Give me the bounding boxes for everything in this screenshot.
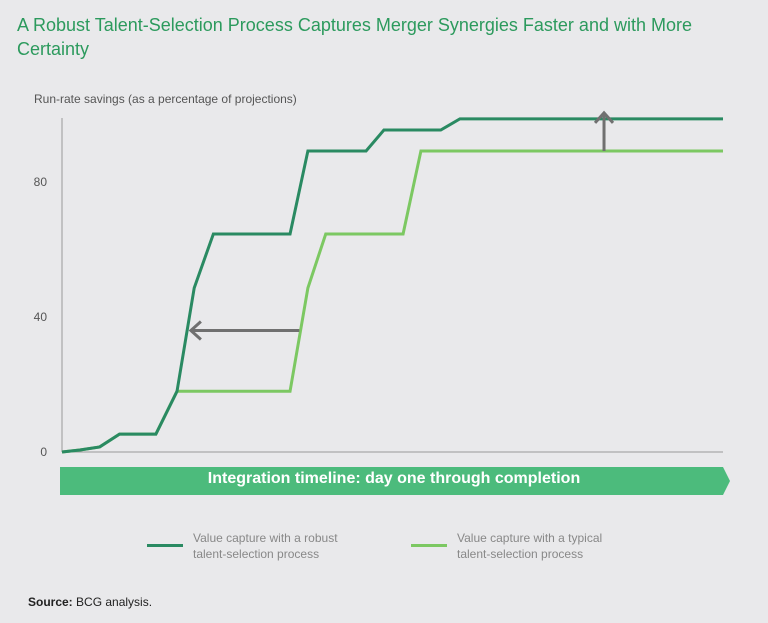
y-tick-label: 40 <box>34 310 48 324</box>
series-line-typical <box>61 149 723 454</box>
arrow-up-icon <box>593 110 615 151</box>
legend-swatch-robust <box>147 544 183 547</box>
timeline-banner <box>60 467 730 495</box>
legend-swatch-typical <box>411 544 447 547</box>
y-tick-label: 80 <box>34 175 48 189</box>
source-note: Source: BCG analysis. <box>28 595 152 609</box>
chart-title: A Robust Talent-Selection Process Captur… <box>17 15 692 59</box>
legend-robust: Value capture with a robust talent-selec… <box>193 530 338 562</box>
arrow-left-icon <box>188 320 300 341</box>
legend-text: Value capture with a typical <box>457 531 603 545</box>
source-text: BCG analysis. <box>76 595 153 609</box>
legend-text: Value capture with a robust <box>193 531 338 545</box>
y-tick-label: 0 <box>40 445 47 459</box>
legend-typical: Value capture with a typical talent-sele… <box>457 530 602 562</box>
y-axis-label: Run-rate savings (as a percentage of pro… <box>34 92 297 106</box>
source-label: Source: <box>28 595 73 609</box>
series-line-robust <box>61 117 723 454</box>
legend-text: talent-selection process <box>193 547 320 561</box>
legend-text: talent-selection process <box>457 547 584 561</box>
x-axis-label: Integration timeline: day one through co… <box>207 470 581 487</box>
